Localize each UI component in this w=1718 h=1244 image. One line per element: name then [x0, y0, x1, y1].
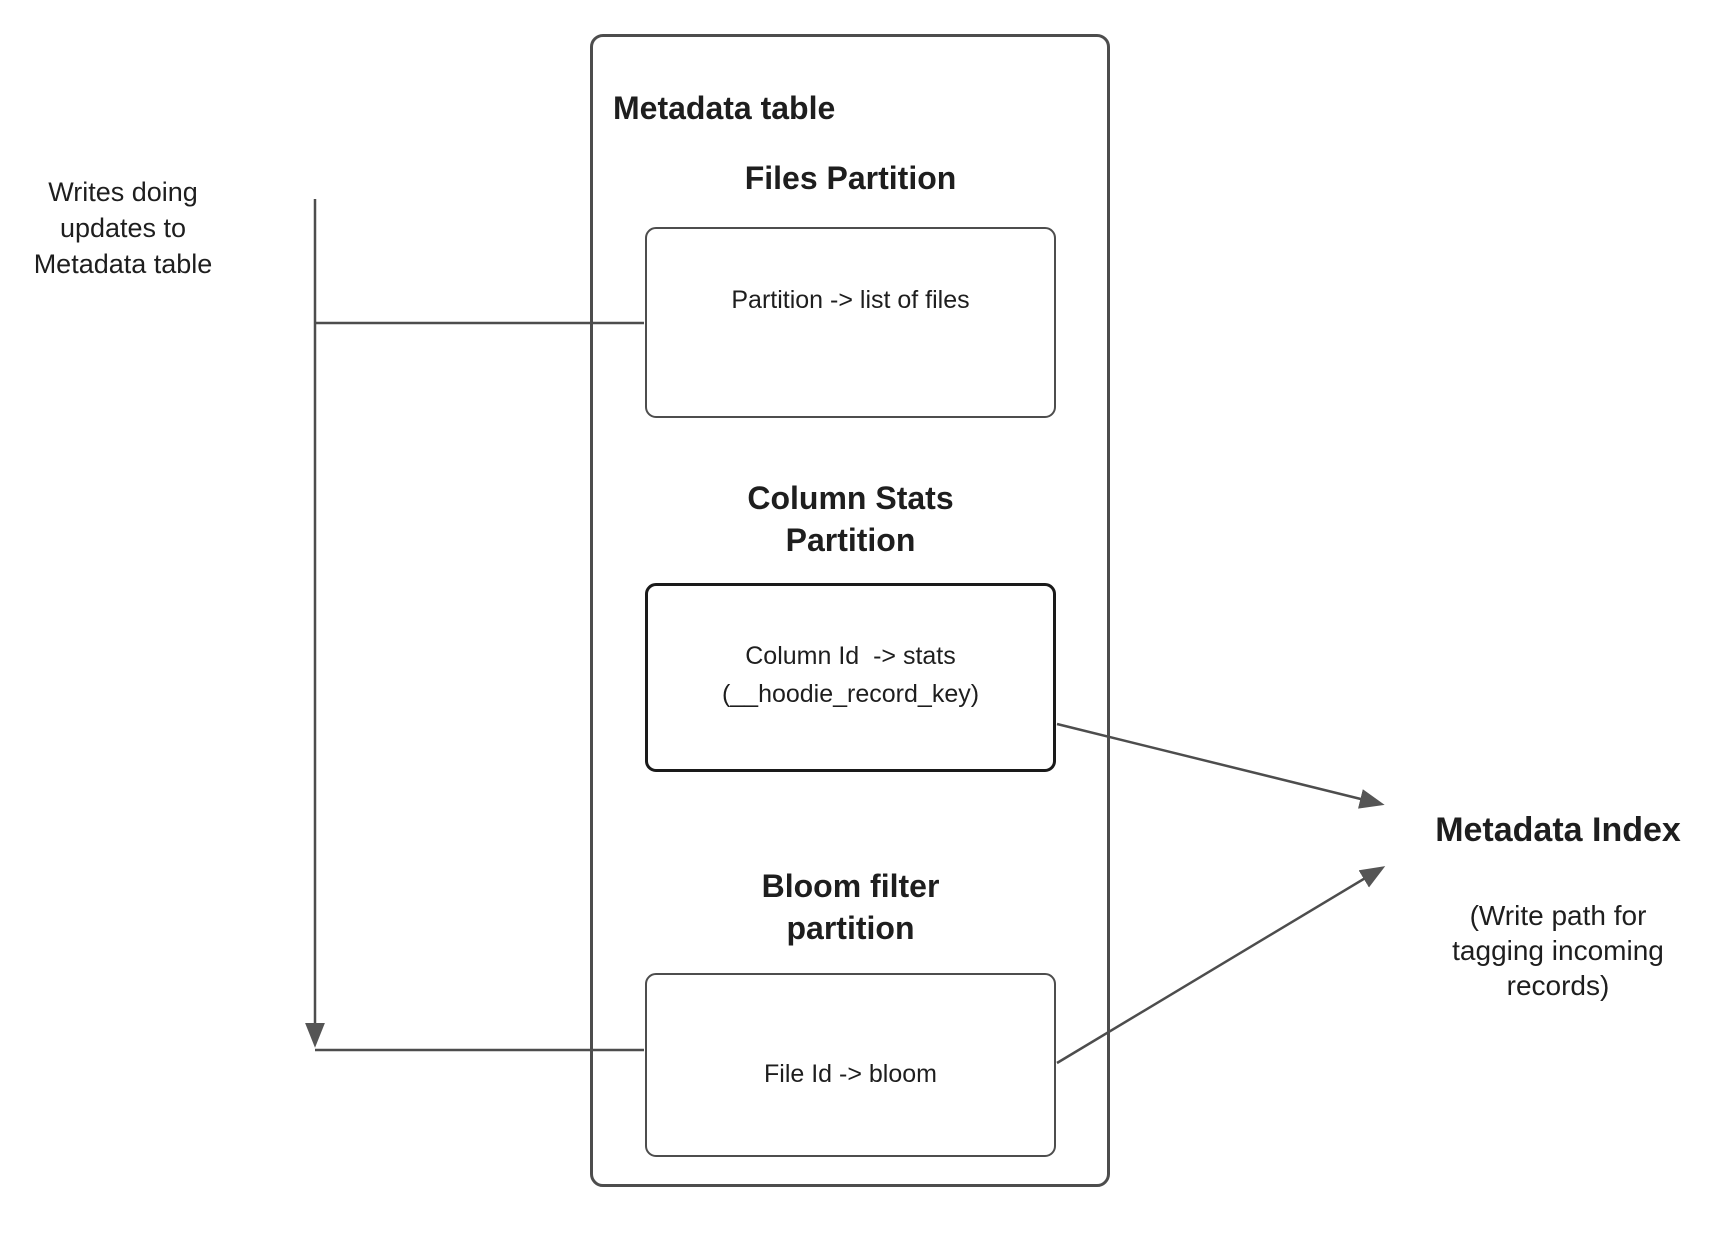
files-partition-box [645, 227, 1056, 418]
bloom-to-index-arrow [1056, 866, 1386, 1065]
metadata-table-title: Metadata table [613, 90, 836, 126]
files-partition-heading: Files Partition [744, 160, 957, 196]
column-stats-partition-heading: Column Stats Partition [747, 480, 954, 558]
column-stats-partition-mapping: Column Id -> stats (__hoodie_record_key) [721, 642, 980, 708]
files-partition-mapping: Partition -> list of files [731, 286, 970, 314]
bloom-filter-partition-mapping: File Id -> bloom [764, 1060, 937, 1088]
metadata-index-title: Metadata Index [1435, 811, 1681, 849]
writes-updates-note: Writes doing updates to Metadata table [33, 177, 213, 279]
stats-to-index-arrow [1056, 722, 1385, 809]
metadata-index-subtitle: (Write path for tagging incoming records… [1452, 900, 1664, 1001]
column-stats-partition-box [645, 583, 1056, 772]
bloom-filter-partition-box [645, 973, 1056, 1157]
bloom-filter-partition-heading: Bloom filter partition [761, 868, 940, 946]
